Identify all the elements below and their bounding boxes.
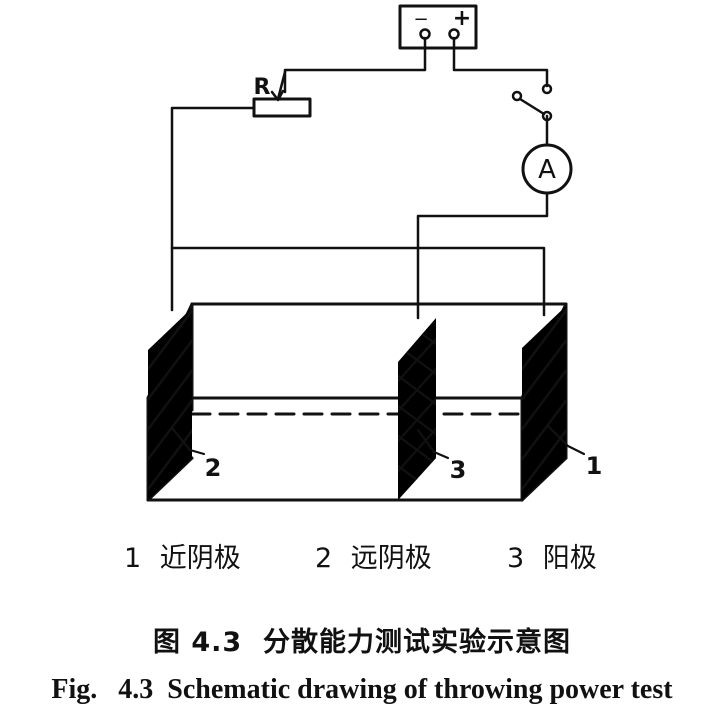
cell-back-top-edge [190,302,568,460]
callout-1-leader [546,424,586,456]
resistor-label: R [254,75,271,100]
resistor-body [252,97,312,118]
wire-far-cathode-branch [170,246,546,317]
callout-2-leader [170,426,206,456]
legend-item-3-number: 3 [507,543,525,574]
callout-1-label: 1 [586,452,603,480]
power-supply: − + [398,4,478,50]
figure-caption-chinese: 图 4.3 分散能力测试实验示意图 [152,627,572,658]
electrode-anode [398,318,436,500]
negative-terminal-symbol: − [413,9,428,30]
ammeter-label: A [538,155,556,185]
callout-3-label: 3 [450,456,467,484]
wire-resistor-to-near-cathode [170,106,256,312]
electrode-1-plate [522,306,566,500]
switch [511,83,553,122]
power-supply-box [398,4,478,50]
wire-negative-to-resistor [283,36,427,94]
resistor-wiper-arrow [270,89,285,102]
electrode-far-cathode [148,308,192,500]
switch-contact-pivot [511,90,523,102]
wires [170,36,549,320]
legend-item-2: 2 远阴极 [315,536,432,575]
legend: 1 近阴极 2 远阴极 3 阳极 [0,536,724,580]
switch-contact-bottom [541,110,553,122]
electrode-near-cathode [522,306,566,500]
legend-item-1-number: 1 [124,543,142,574]
callout-3-leader [416,428,450,460]
wire-ammeter-to-anode [416,191,549,320]
electrode-2-plate [148,308,192,500]
positive-terminal-symbol: + [453,6,471,31]
legend-item-3-text: 阳极 [542,543,597,574]
electrode-3-plate [398,318,436,500]
wire-positive-to-switch [452,36,549,88]
legend-item-1-text: 近阴极 [159,543,241,574]
legend-item-3: 3 阳极 [507,536,597,575]
legend-item-1: 1 近阴极 [124,536,241,575]
legend-item-2-text: 远阴极 [350,543,432,574]
legend-item-2-number: 2 [315,543,333,574]
switch-contact-top [541,83,553,95]
figure-caption-english: Fig. 4.3 Schematic drawing of throwing p… [51,674,673,705]
callout-2-label: 2 [205,454,222,482]
throwing-power-test-diagram: − + R A [146,4,603,502]
callouts: 2 3 1 [170,424,603,484]
variable-resistor: R [252,70,312,118]
ammeter: A [521,143,573,195]
switch-blade [518,97,546,116]
resistor-wiper [276,70,287,101]
ammeter-circle [521,143,573,195]
